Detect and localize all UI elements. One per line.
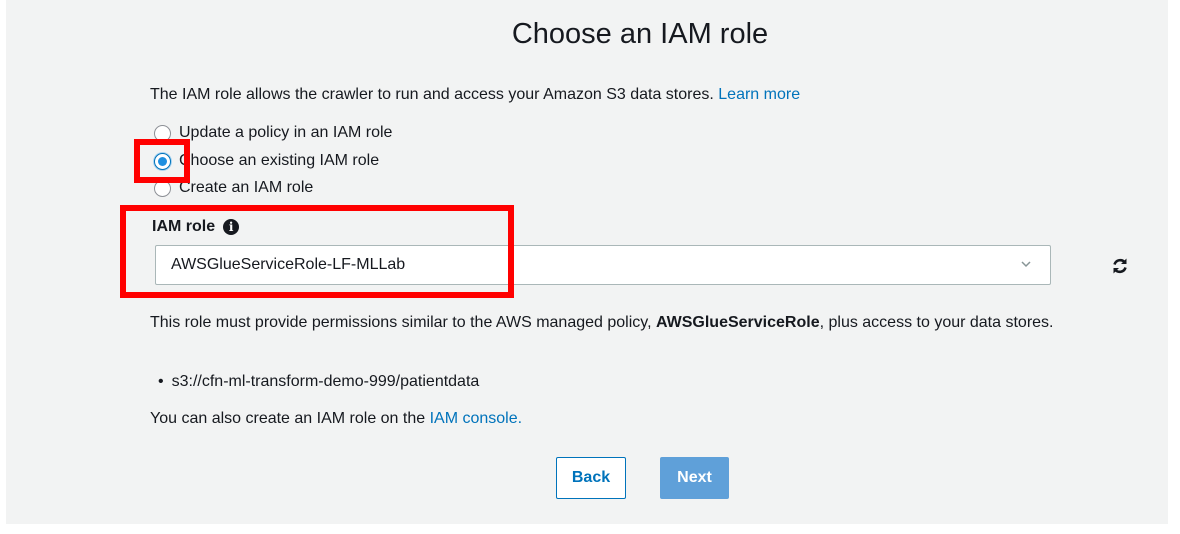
iam-console-link[interactable]: IAM console. bbox=[429, 410, 523, 427]
radio-label: Create an IAM role bbox=[179, 179, 314, 196]
chevron-down-icon bbox=[1021, 261, 1031, 268]
iam-console-text: You can also create an IAM role on the I… bbox=[150, 410, 522, 428]
intro-text: The IAM role allows the crawler to run a… bbox=[150, 86, 800, 104]
next-button[interactable]: Next bbox=[660, 457, 729, 499]
intro-description: The IAM role allows the crawler to run a… bbox=[150, 86, 719, 103]
iam-role-selected-value: AWSGlueServiceRole-LF-MLLab bbox=[171, 256, 406, 273]
radio-choose-existing[interactable]: Choose an existing IAM role bbox=[154, 151, 379, 171]
radio-button-selected[interactable] bbox=[154, 152, 171, 170]
learn-more-link[interactable]: Learn more bbox=[718, 86, 801, 103]
data-store-path: s3://cfn-ml-transform-demo-999/patientda… bbox=[158, 373, 480, 391]
iam-role-select[interactable]: AWSGlueServiceRole-LF-MLLab bbox=[155, 245, 1051, 285]
annotation-highlight-iam-role bbox=[120, 205, 514, 298]
console-prefix: You can also create an IAM role on the bbox=[150, 410, 430, 427]
back-button[interactable]: Back bbox=[556, 457, 626, 499]
iam-role-label: IAM role i bbox=[152, 218, 240, 236]
managed-policy-name: AWSGlueServiceRole bbox=[655, 314, 820, 331]
radio-create-role[interactable]: Create an IAM role bbox=[154, 178, 313, 198]
permissions-help-text: This role must provide permissions simil… bbox=[150, 312, 1110, 334]
help-prefix: This role must provide permissions simil… bbox=[150, 314, 656, 331]
iam-role-label-text: IAM role bbox=[152, 218, 216, 235]
refresh-icon[interactable] bbox=[1110, 256, 1130, 276]
info-icon[interactable]: i bbox=[223, 219, 240, 235]
radio-label: Update a policy in an IAM role bbox=[179, 124, 393, 141]
help-suffix: , plus access to your data stores. bbox=[819, 314, 1054, 331]
annotation-highlight-radio bbox=[134, 139, 190, 183]
page-title: Choose an IAM role bbox=[511, 18, 769, 50]
radio-label: Choose an existing IAM role bbox=[179, 152, 380, 169]
